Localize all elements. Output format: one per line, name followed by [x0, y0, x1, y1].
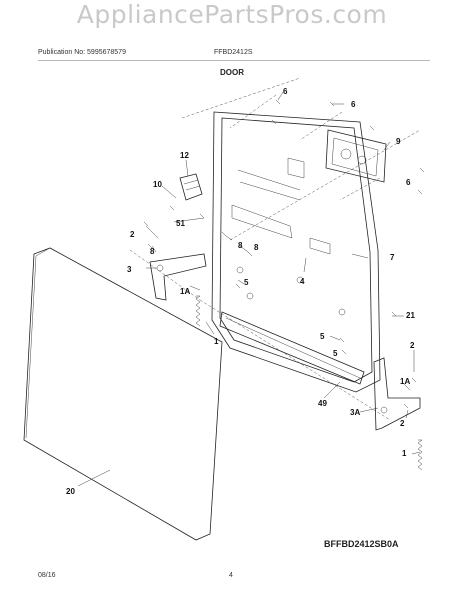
outer-door-panel — [23, 247, 223, 541]
callout-3A: 3A — [350, 408, 360, 417]
vent-assembly — [179, 173, 203, 201]
detergent-dispenser — [325, 129, 387, 183]
header-rule — [38, 60, 430, 61]
screw-icons — [143, 99, 425, 409]
inner-door-liner — [211, 111, 381, 393]
callout-21: 21 — [406, 311, 415, 320]
callout-1: 1 — [402, 449, 407, 458]
callout-6: 6 — [351, 100, 356, 109]
diagram-code: BFFBD2412SB0A — [324, 539, 399, 549]
callout-5: 5 — [244, 278, 249, 287]
callout-1: 1 — [214, 337, 219, 346]
callout-2: 2 — [410, 341, 415, 350]
callout-12: 12 — [180, 151, 189, 160]
right-hinge — [373, 357, 421, 431]
callout-5: 5 — [320, 332, 325, 341]
bottom-trim — [219, 311, 365, 385]
model-number: FFBD2412S — [214, 49, 253, 56]
callout-8: 8 — [238, 241, 243, 250]
callout-4: 4 — [300, 277, 305, 286]
callout-49: 49 — [318, 399, 327, 408]
footer-date: 08/16 — [38, 572, 56, 579]
page-number: 4 — [229, 572, 233, 579]
door-springs — [195, 295, 423, 471]
callout-20: 20 — [66, 487, 75, 496]
callout-2: 2 — [130, 230, 135, 239]
callout-8: 8 — [150, 247, 155, 256]
callout-3: 3 — [127, 265, 132, 274]
callout-10: 10 — [153, 180, 162, 189]
assembly-guide-lines — [129, 77, 421, 421]
callout-1A: 1A — [180, 287, 190, 296]
callout-9: 9 — [396, 137, 401, 146]
watermark-logo: AppliancePartsPros.com — [76, 0, 388, 29]
callout-1A: 1A — [400, 377, 410, 386]
callout-5: 5 — [333, 349, 338, 358]
callout-labels: 6 6 9 12 10 6 2 51 8 8 8 3 4 7 5 5 1A 1 … — [66, 87, 415, 496]
callout-6: 6 — [283, 87, 288, 96]
callout-51: 51 — [176, 219, 185, 228]
callout-6: 6 — [406, 178, 411, 187]
callout-8: 8 — [254, 243, 259, 252]
publication-number: Publication No: 5995678579 — [38, 49, 126, 56]
callout-7: 7 — [390, 253, 395, 262]
left-hinge — [149, 253, 207, 301]
callout-leaders — [77, 91, 421, 487]
section-title: DOOR — [220, 68, 244, 77]
callout-2: 2 — [400, 419, 405, 428]
